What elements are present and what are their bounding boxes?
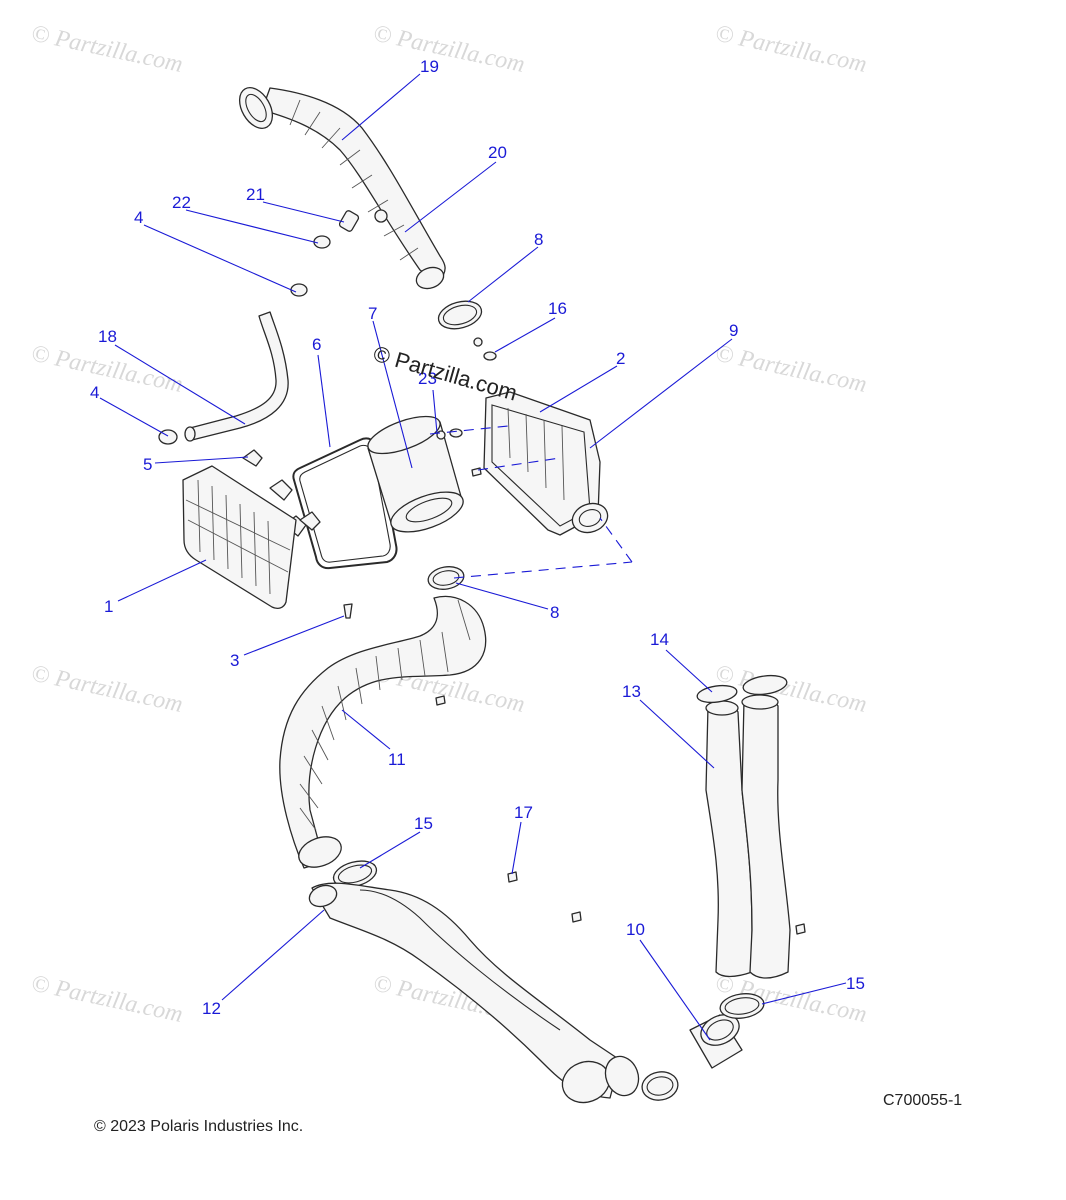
part-fittings-top	[290, 210, 360, 297]
part-clamp-lower	[427, 566, 465, 590]
watermark: © Partzilla.com	[371, 20, 527, 77]
callout-15-right[interactable]: 15	[846, 974, 865, 993]
part-air-filter	[367, 415, 464, 533]
callout-15-middle[interactable]: 15	[414, 814, 433, 833]
assembly-dashed-lines	[429, 425, 633, 579]
part-bolt-16	[473, 337, 497, 361]
callout-19[interactable]: 19	[420, 57, 439, 76]
callout-13[interactable]: 13	[622, 682, 641, 701]
part-clamps-14	[696, 674, 788, 704]
callout-11[interactable]: 11	[388, 750, 406, 769]
callout-2[interactable]: 2	[616, 349, 625, 368]
callout-4-lower[interactable]: 4	[90, 383, 99, 402]
callout-5[interactable]: 5	[143, 455, 152, 474]
part-clamp-15-right	[719, 993, 765, 1019]
watermark: © Partzilla.com	[29, 340, 185, 397]
part-main-duct	[279, 595, 487, 869]
part-small-bolts	[435, 695, 806, 935]
callout-8-upper[interactable]: 8	[534, 230, 543, 249]
part-coupler	[641, 1014, 743, 1101]
callout-21[interactable]: 21	[246, 185, 265, 204]
callout-1[interactable]: 1	[104, 597, 113, 616]
callout-16[interactable]: 16	[548, 299, 567, 318]
callout-23[interactable]: 23	[418, 369, 437, 388]
callout-7[interactable]: 7	[368, 304, 377, 323]
drawing-number: C700055-1	[883, 1092, 963, 1109]
part-vertical-twin-ducts	[705, 694, 791, 979]
leader-lines	[99, 73, 847, 1041]
part-airbox	[483, 391, 609, 536]
copyright-notice: © 2023 Polaris Industries Inc.	[94, 1118, 304, 1135]
callout-18[interactable]: 18	[98, 327, 117, 346]
callout-3[interactable]: 3	[230, 651, 239, 670]
watermark: © Partzilla.com	[713, 340, 869, 397]
callout-4-upper[interactable]: 4	[134, 208, 143, 227]
callout-8-lower[interactable]: 8	[550, 603, 559, 622]
watermark: © Partzilla.com	[29, 20, 185, 77]
watermark: © Partzilla.com	[29, 970, 185, 1027]
callout-10[interactable]: 10	[626, 920, 645, 939]
callout-17[interactable]: 17	[514, 803, 533, 822]
part-lower-twin-duct	[308, 882, 640, 1104]
callout-9[interactable]: 9	[729, 321, 738, 340]
part-bolts-23	[436, 428, 482, 477]
watermark: © Partzilla.com	[29, 660, 185, 717]
callout-20[interactable]: 20	[488, 143, 507, 162]
callout-6[interactable]: 6	[312, 335, 321, 354]
part-airbox-cover	[182, 465, 297, 609]
callout-22[interactable]: 22	[172, 193, 191, 212]
callout-numbers: 19 20 21 22 4 8 16 7 6 18 23 2 9 4 5 1 8…	[90, 57, 865, 1018]
callout-14[interactable]: 14	[650, 630, 669, 649]
part-drain-3	[343, 603, 353, 619]
part-upper-intake-duct	[238, 87, 446, 290]
part-clamp-upper	[437, 300, 483, 330]
callout-12[interactable]: 12	[202, 999, 221, 1018]
watermark: © Partzilla.com	[713, 20, 869, 77]
